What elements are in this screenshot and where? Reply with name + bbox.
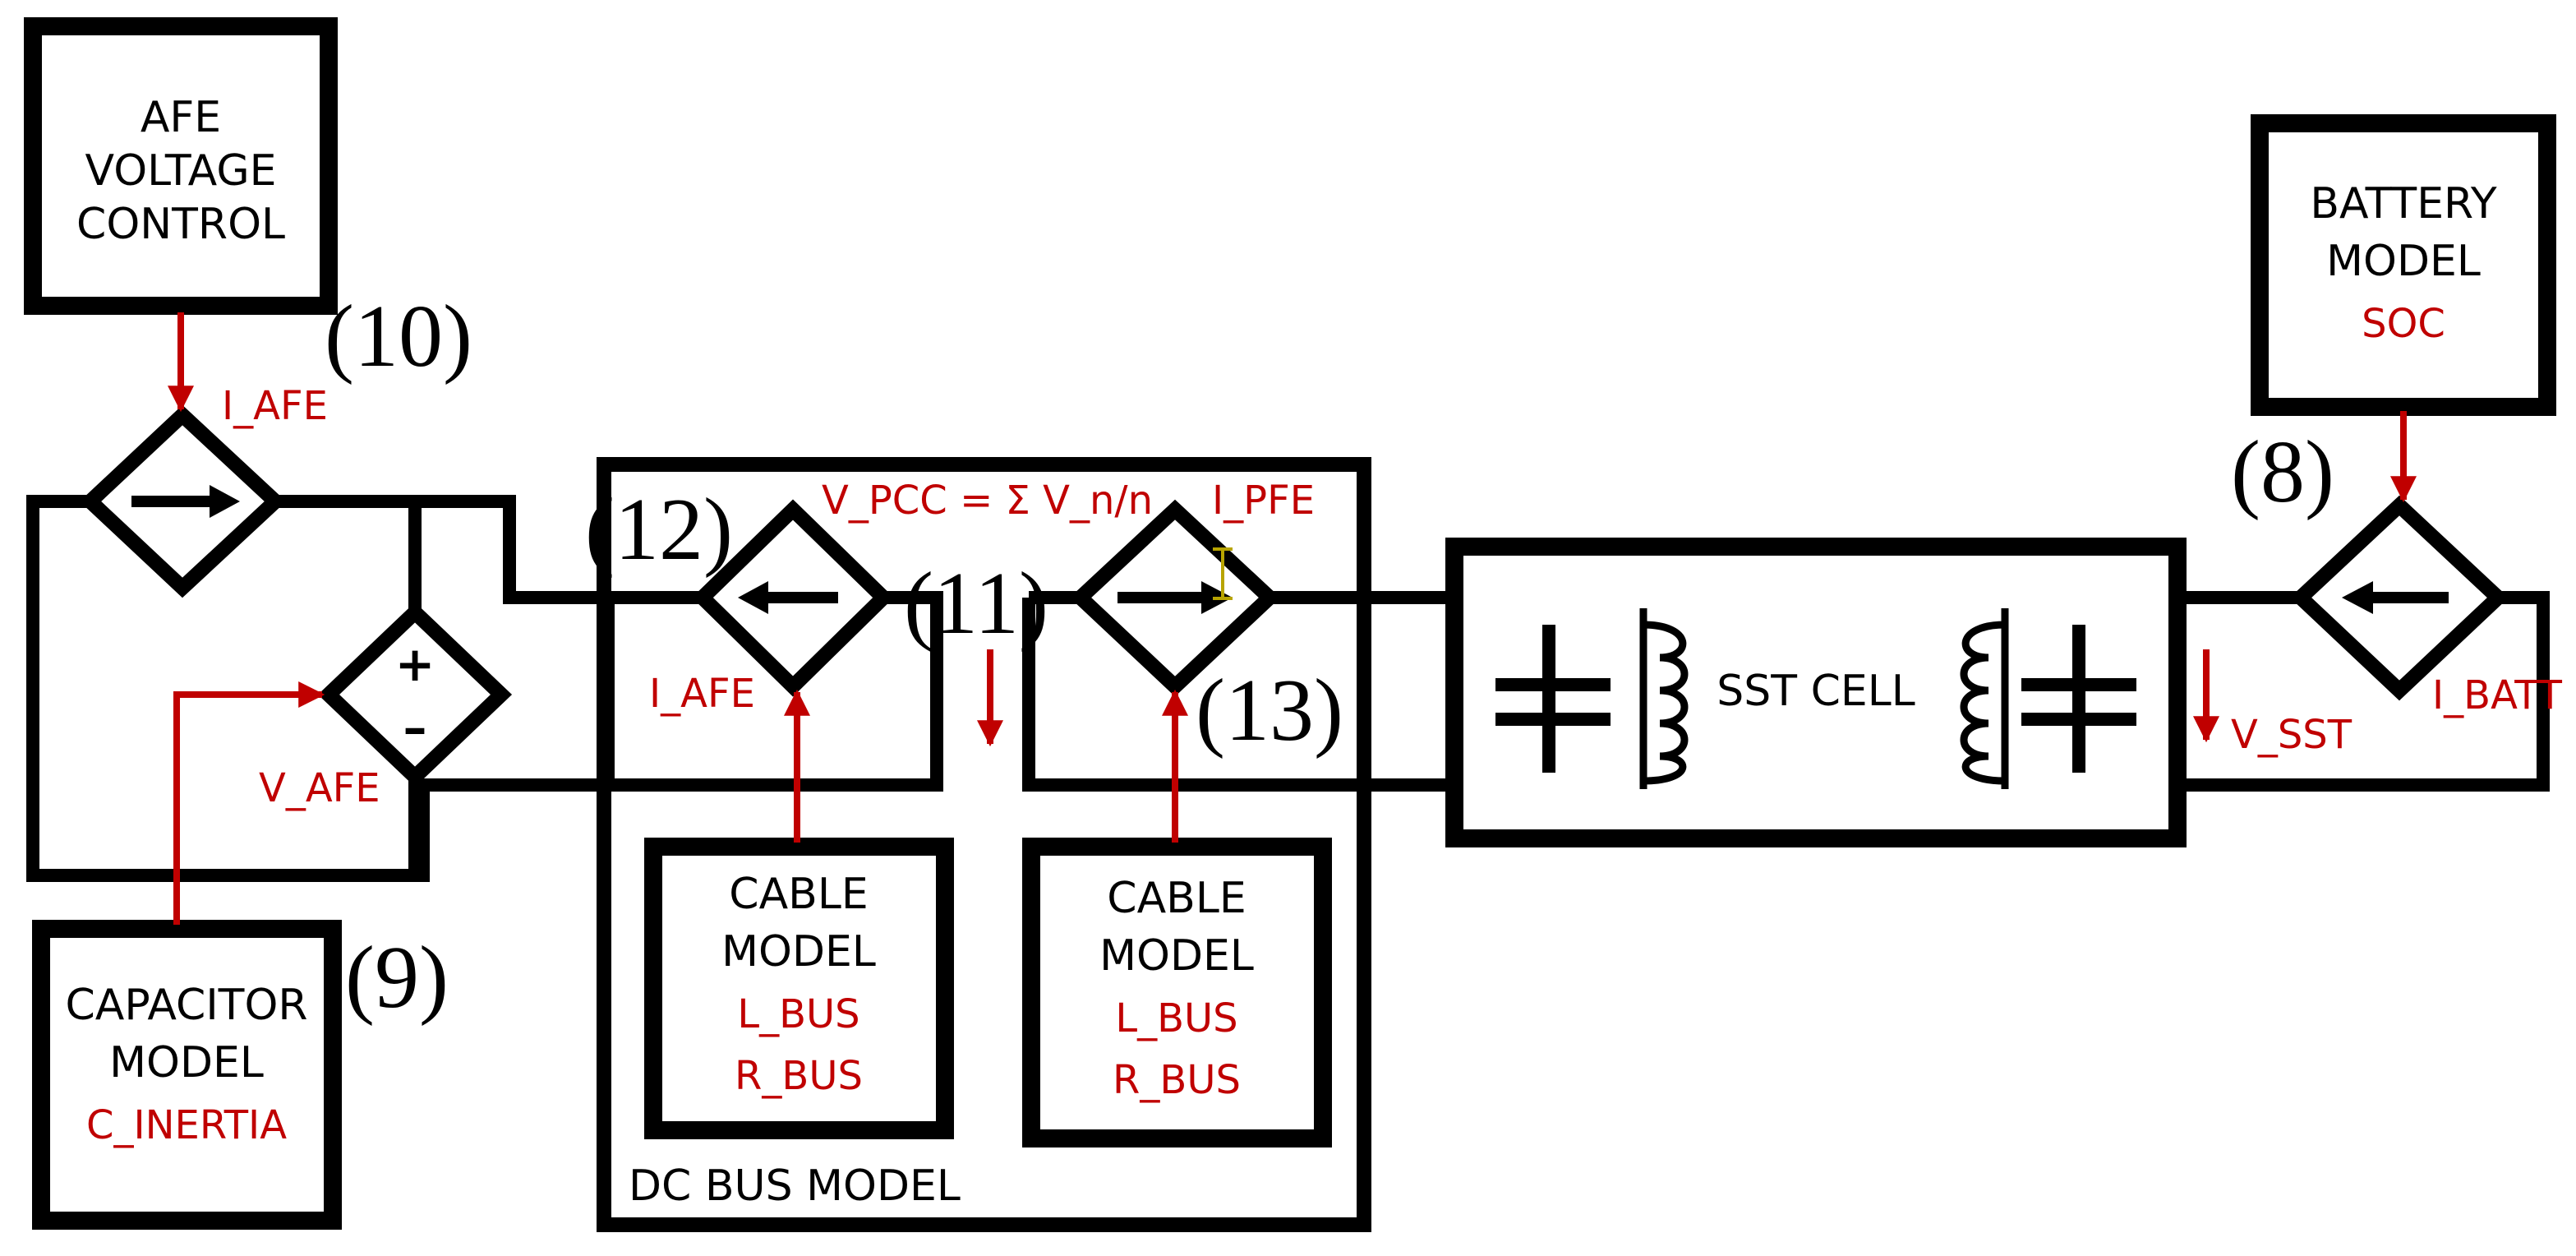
v-sst-label: V_SST <box>2231 712 2353 758</box>
inductor-symbol-right <box>1960 608 2009 789</box>
i-pfe-label: I_PFE <box>1212 478 1315 524</box>
bus-current-source-left <box>692 499 894 697</box>
afe-voltage-source: + – <box>317 602 513 787</box>
signal-lines <box>168 312 2417 925</box>
i-batt-label: I_BATT <box>2432 672 2563 718</box>
capacitor-symbol-right <box>2021 625 2136 773</box>
equation-ref-9: (9) <box>345 929 449 1027</box>
i-afe-bus-label: I_AFE <box>649 671 755 717</box>
equation-ref-11: (11) <box>904 555 1048 653</box>
battery-label-2: MODEL <box>2326 237 2481 286</box>
capacitor-c-inertia-label: C_INERTIA <box>86 1102 287 1148</box>
i-afe-top-label: I_AFE <box>222 383 328 429</box>
equation-ref-10: (10) <box>325 288 472 386</box>
plus-sign: + <box>395 636 435 692</box>
equation-ref-12: (12) <box>585 481 733 579</box>
dc-bus-label: DC BUS MODEL <box>629 1161 961 1211</box>
battery-soc-label: SOC <box>2362 301 2445 347</box>
v-pcc-label: V_PCC = Σ V_n/n <box>822 478 1153 524</box>
capacitor-model-block: CAPACITOR MODEL C_INERTIA <box>32 920 342 1230</box>
cable-left-label-1: CABLE <box>729 870 868 919</box>
text-cursor-icon <box>1213 547 1233 600</box>
afe-label-2: VOLTAGE <box>85 146 277 196</box>
afe-voltage-control-block: AFE VOLTAGE CONTROL <box>24 17 338 315</box>
minus-sign: – <box>403 700 427 755</box>
equation-ref-13: (13) <box>1196 662 1343 760</box>
bus-current-source-right <box>1069 499 1281 697</box>
capacitor-label-1: CAPACITOR <box>65 981 307 1030</box>
cable-right-label-2: MODEL <box>1099 931 1254 981</box>
sst-cell-label: SST CELL <box>1717 667 1915 716</box>
cable-right-l-bus: L_BUS <box>1115 995 1237 1041</box>
cable-left-r-bus: R_BUS <box>735 1053 863 1099</box>
inductor-symbol-left <box>1639 608 1689 789</box>
capacitor-label-2: MODEL <box>109 1038 264 1087</box>
battery-model-block: BATTERY MODEL SOC <box>2251 114 2556 416</box>
afe-current-source <box>79 404 287 598</box>
equation-ref-8: (8) <box>2231 423 2334 521</box>
cable-left-l-bus: L_BUS <box>737 991 859 1037</box>
afe-label-3: CONTROL <box>76 200 285 249</box>
sst-cell-block: SST CELL <box>1445 538 2187 847</box>
battery-current-source <box>2289 495 2509 701</box>
cable-model-right-block: CABLE MODEL L_BUS R_BUS <box>1022 838 1332 1147</box>
cable-model-left-block: CABLE MODEL L_BUS R_BUS <box>644 838 954 1139</box>
cable-left-label-2: MODEL <box>721 927 876 977</box>
battery-label-1: BATTERY <box>2310 179 2496 229</box>
v-afe-label: V_AFE <box>259 765 380 811</box>
cable-right-label-1: CABLE <box>1107 874 1246 923</box>
dc-bus-model-frame: DC BUS MODEL <box>597 457 1371 1232</box>
capacitor-symbol-left <box>1495 625 1611 773</box>
cable-right-r-bus: R_BUS <box>1113 1057 1241 1103</box>
afe-label-1: AFE <box>141 93 221 142</box>
